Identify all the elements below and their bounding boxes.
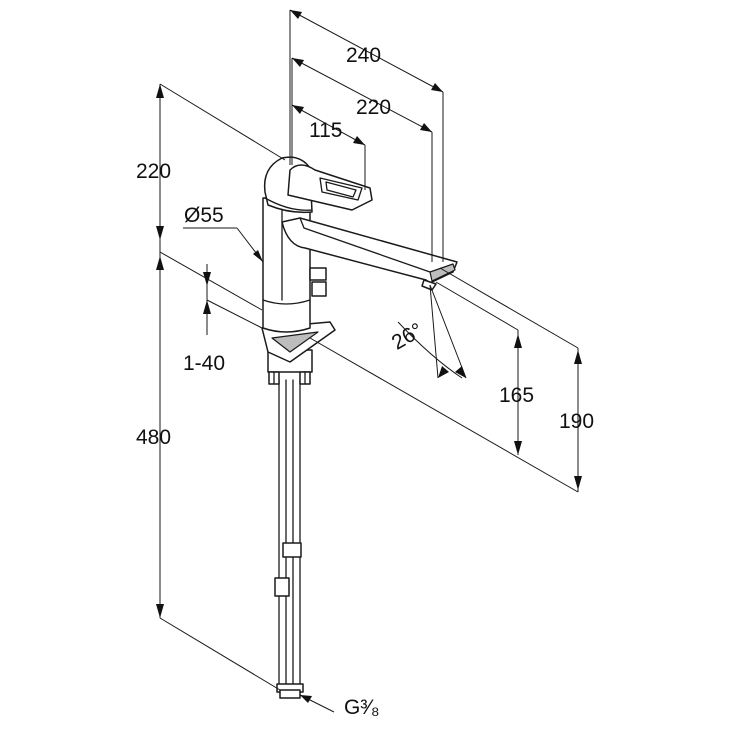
- dim-swivel-angle: 26°: [388, 284, 467, 379]
- dim-spout-height: 165: [435, 281, 534, 455]
- spout: [281, 217, 458, 291]
- label-overall-reach: 240: [346, 44, 381, 67]
- label-upper-height: 220: [136, 160, 171, 183]
- dim-body-diameter: Ø55: [183, 204, 264, 263]
- mixer-head: [263, 156, 373, 214]
- label-body-diameter: Ø55: [184, 204, 224, 227]
- dim-upper-height: 220: [136, 83, 286, 252]
- label-swivel-angle: 26°: [388, 319, 427, 355]
- dim-lever-reach: 115: [291, 104, 366, 190]
- faucet-illustration: [261, 156, 458, 699]
- label-lever-reach: 115: [309, 119, 342, 142]
- supply-hose: [274, 379, 304, 699]
- dim-thread: G³⁄₈: [299, 694, 380, 719]
- side-button: [309, 267, 327, 297]
- dim-overall-reach: 240: [289, 9, 444, 262]
- label-thread: G³⁄₈: [344, 696, 380, 719]
- dim-total-height: 190: [309, 267, 594, 493]
- label-total-height: 190: [559, 410, 594, 433]
- dim-hose-length: 480: [136, 251, 281, 691]
- dim-deck-thickness: 1-40: [183, 264, 263, 375]
- label-spout-reach: 220: [356, 96, 391, 119]
- label-deck-thickness: 1-40: [183, 352, 225, 375]
- label-spout-height: 165: [499, 384, 534, 407]
- label-hose-length: 480: [136, 426, 171, 449]
